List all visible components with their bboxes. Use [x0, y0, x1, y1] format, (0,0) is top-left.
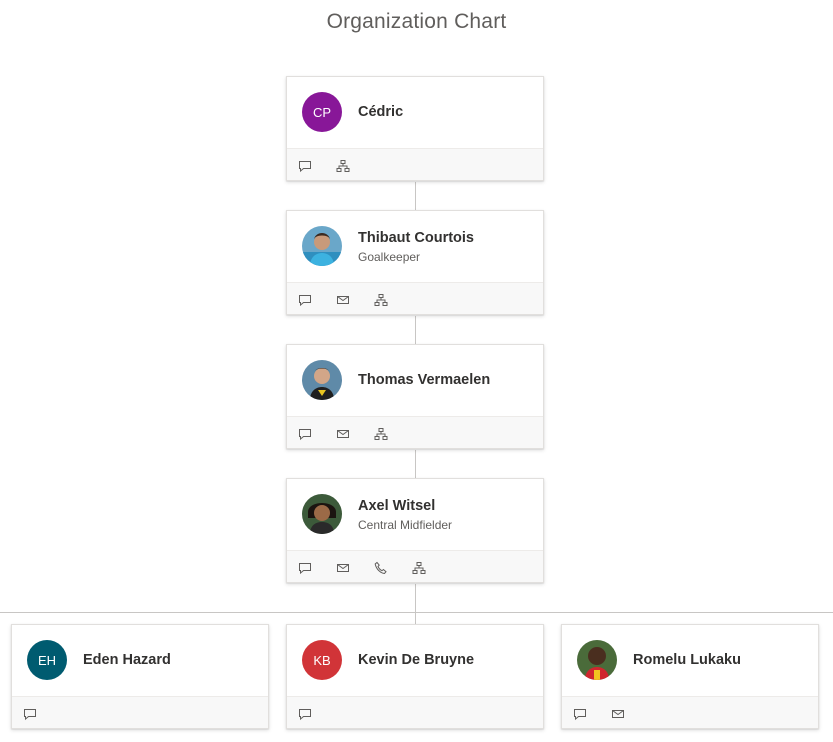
org-chart-icon[interactable] — [373, 426, 389, 442]
avatar-initials: EH — [37, 652, 57, 668]
person-card-hazard[interactable]: EH Eden Hazard — [11, 624, 269, 729]
avatar-initials: CP — [312, 104, 332, 120]
mail-icon[interactable] — [335, 560, 351, 576]
avatar-photo — [302, 360, 342, 400]
chat-icon[interactable] — [297, 292, 313, 308]
avatar: EH — [27, 640, 67, 680]
connector-line — [415, 316, 416, 344]
chat-icon[interactable] — [297, 426, 313, 442]
connector-line — [415, 450, 416, 478]
person-card-vermaelen[interactable]: Thomas Vermaelen — [286, 344, 544, 449]
avatar: KB — [302, 640, 342, 680]
chat-icon[interactable] — [297, 706, 313, 722]
person-name[interactable]: Axel Witsel — [358, 498, 436, 514]
person-name[interactable]: Thibaut Courtois — [358, 230, 474, 246]
connector-line — [415, 612, 416, 624]
person-name[interactable]: Thomas Vermaelen — [358, 372, 491, 388]
connector-line — [415, 182, 416, 210]
phone-icon[interactable] — [373, 560, 389, 576]
chat-icon[interactable] — [297, 560, 313, 576]
connector-line — [0, 612, 833, 613]
avatar-photo — [302, 226, 342, 266]
person-card-courtois[interactable]: Thibaut Courtois Goalkeeper — [286, 210, 544, 315]
person-card-witsel[interactable]: Axel Witsel Central Midfielder — [286, 478, 544, 583]
person-role: Central Midfielder — [358, 518, 453, 532]
avatar: CP — [302, 92, 342, 132]
person-name[interactable]: Eden Hazard — [83, 652, 171, 668]
org-chart-icon[interactable] — [335, 158, 351, 174]
org-chart-icon[interactable] — [411, 560, 427, 576]
person-card-lukaku[interactable]: Romelu Lukaku — [561, 624, 819, 729]
chat-icon[interactable] — [297, 158, 313, 174]
person-card-debruyne[interactable]: KB Kevin De Bruyne — [286, 624, 544, 729]
person-name[interactable]: Cédric — [358, 104, 404, 120]
person-name[interactable]: Kevin De Bruyne — [358, 652, 475, 668]
mail-icon[interactable] — [335, 292, 351, 308]
chat-icon[interactable] — [572, 706, 588, 722]
person-role: Goalkeeper — [358, 250, 421, 264]
avatar-photo — [302, 494, 342, 534]
connector-line — [415, 584, 416, 612]
page-title: Organization Chart — [326, 10, 507, 33]
org-chart-icon[interactable] — [373, 292, 389, 308]
mail-icon[interactable] — [335, 426, 351, 442]
avatar-initials: KB — [313, 652, 331, 668]
person-name[interactable]: Romelu Lukaku — [633, 652, 741, 668]
person-card-cedric[interactable]: CP Cédric — [286, 76, 544, 181]
mail-icon[interactable] — [610, 706, 626, 722]
avatar-photo — [577, 640, 617, 680]
chat-icon[interactable] — [22, 706, 38, 722]
